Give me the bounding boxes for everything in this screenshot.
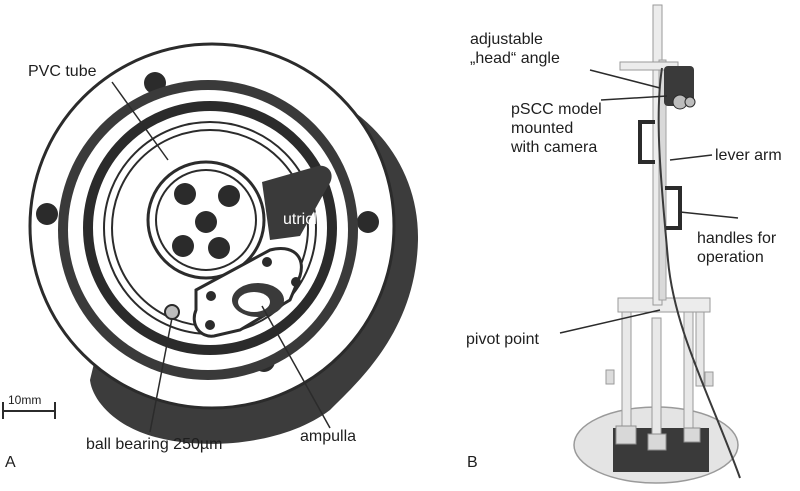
label-ampulla: ampulla [300,428,357,445]
ampulla-screw [291,277,301,287]
label-handles-line1: handles for [697,230,777,247]
handle-upper [638,120,655,164]
leader-pivot-point [559,309,661,334]
label-pscc-model: pSCC model mounted with camera [511,100,602,157]
label-handles: handles for operation [697,229,776,267]
label-pscc-model-line3: with camera [511,139,598,156]
utricle-arm [262,165,332,240]
leader-ball-bearing [149,317,173,433]
ball-bearing [164,304,180,320]
camera-cable [657,67,741,479]
hub-hole [208,237,230,259]
label-ball-bearing: ball bearing 250µm [86,436,223,453]
label-utricle: utricle [283,211,326,228]
ampulla-screw [262,257,272,267]
flange-notch [349,300,355,306]
hub-hole [195,211,217,233]
label-head-angle-line2: „head“ angle [470,50,560,67]
leader-pscc-model [600,95,668,101]
hub-hole [172,235,194,257]
label-head-angle-line1: adjustable [470,31,543,48]
label-pvc-tube: PVC tube [28,63,97,80]
panel-letter-b: B [467,454,478,471]
ampulla-screw [206,291,216,301]
pvc-tube-ring [83,101,337,355]
label-lever-arm: lever arm [715,147,782,164]
label-head-angle: adjustable „head“ angle [470,30,560,68]
camera-body [664,66,694,106]
ampulla-screw [205,320,215,330]
label-handles-line2: operation [697,249,764,266]
leader-ampulla [261,305,331,429]
panel-letter-a: A [5,454,16,471]
support-leg [621,311,632,437]
leader-head-angle [589,69,661,89]
hub-hole [174,183,196,205]
support-leg [651,317,662,449]
label-pscc-model-line2: mounted [511,120,574,137]
mount-hole [357,211,379,233]
hub-hole [218,185,240,207]
leader-pvc-tube [111,81,169,161]
leader-lever-arm [669,154,713,161]
label-pscc-model-line1: pSCC model [511,101,602,118]
scale-bar-label: 10mm [8,393,42,407]
support-leg [683,311,694,437]
leader-handles [679,211,739,219]
handle-lower [665,186,682,230]
mount-hole [36,203,58,225]
label-pivot-point: pivot point [466,331,539,348]
